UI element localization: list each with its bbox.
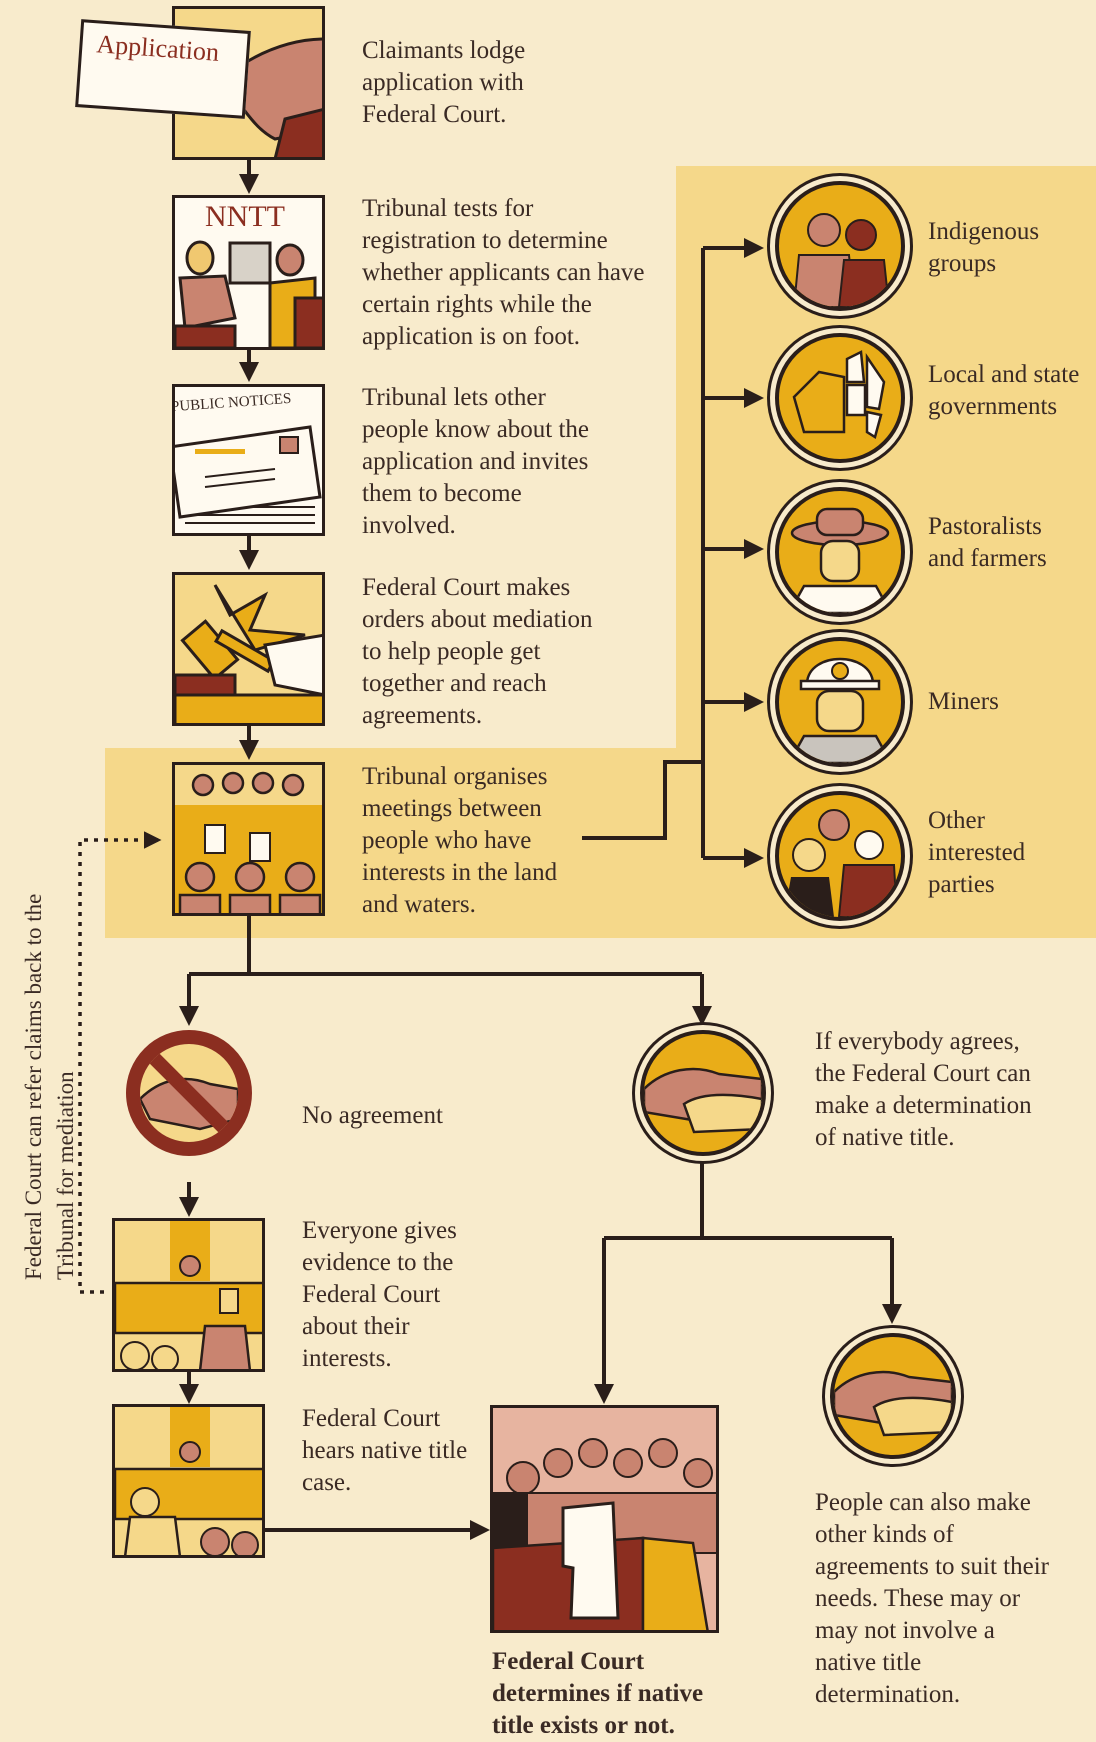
indigenous-groups-icon: [775, 181, 905, 311]
determination-crowd-icon: [493, 1438, 716, 1630]
application-hand-icon: [233, 37, 322, 157]
meeting-people-icon: [175, 765, 322, 913]
evidence-text: Everyone gives evidence to the Federal C…: [302, 1217, 457, 1372]
determination-text: Federal Court determines if native title…: [492, 1648, 704, 1739]
application-card: Application: [75, 19, 251, 119]
party-label-indigenous: Indigenous groups: [928, 218, 1040, 277]
registration-people-icon: [175, 240, 322, 347]
application-card-label: Application: [95, 29, 221, 67]
courtroom-hearing-icon: [115, 1407, 262, 1555]
party-label-governments: Local and state governments: [928, 361, 1080, 420]
party-label-miners: Miners: [928, 688, 999, 715]
australia-map-icon: [775, 333, 905, 463]
farmer-icon: [775, 487, 905, 617]
newspaper-envelope-icon: [175, 425, 322, 524]
mediation-orders-icon-box: [172, 572, 325, 726]
meetings-icon-box: [172, 762, 325, 916]
hearing-icon-box: [112, 1404, 265, 1558]
evidence-icon-box: [112, 1218, 265, 1372]
registration-icon-box: NNTT: [172, 195, 325, 350]
miner-icon: [775, 637, 905, 767]
notification-text: Tribunal lets other people know about th…: [362, 384, 590, 539]
courtroom-evidence-icon: [115, 1221, 262, 1369]
registration-text: Tribunal tests for registration to deter…: [362, 195, 645, 350]
mediation-orders-text: Federal Court makes orders about mediati…: [362, 574, 593, 729]
hearing-text: Federal Court hears native title case.: [302, 1405, 468, 1496]
no-agreement-icon: [126, 1030, 252, 1156]
determination-icon-box: [490, 1405, 719, 1633]
referral-side-note: Federal Court can refer claims back to t…: [21, 893, 78, 1280]
notification-icon-box: PUBLIC NOTICES: [172, 384, 325, 536]
people-group-icon: [775, 791, 905, 921]
no-agreement-text: No agreement: [302, 1102, 443, 1129]
meetings-text: Tribunal organises meetings between peop…: [362, 763, 558, 918]
application-text: Claimants lodge application with Federal…: [362, 37, 526, 128]
nntt-label: NNTT: [205, 200, 285, 233]
handshake-other-agreements-icon: [830, 1333, 956, 1459]
party-label-pastoralists: Pastoralists and farmers: [928, 513, 1047, 572]
other-agreements-text: People can also make other kinds of agre…: [815, 1489, 1049, 1708]
party-label-other: Other interested parties: [928, 807, 1026, 898]
agreement-text: If everybody agrees, the Federal Court c…: [815, 1028, 1032, 1151]
gavel-hand-icon: [175, 584, 322, 723]
handshake-agreement-icon: [640, 1030, 766, 1156]
